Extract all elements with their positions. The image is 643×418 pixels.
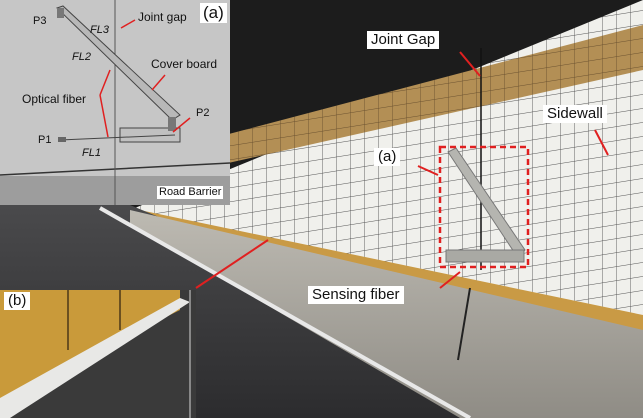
inset-a-diagram: P3 FL3 FL2 P2 P1 FL1 Joint gap Cover boa… xyxy=(0,0,230,205)
inset-b-label: (b) xyxy=(4,292,31,310)
sensing-fiber-label: Sensing fiber xyxy=(308,286,404,304)
p2-label: P2 xyxy=(196,107,209,119)
optical-fiber-a xyxy=(59,134,176,141)
joint-gap-label: Joint Gap xyxy=(367,31,440,49)
arrow-joint-gap xyxy=(459,51,481,77)
panel-a-ref-label: (a) xyxy=(374,148,401,166)
arrow-sensing-fiber xyxy=(439,271,461,289)
lane-line xyxy=(99,206,471,418)
inset-a-label: (a) xyxy=(200,3,227,24)
arrow-panel-b xyxy=(195,239,269,289)
fl2-label: FL2 xyxy=(72,51,91,63)
optical-fiber-label: Optical fiber xyxy=(22,92,86,106)
highlight-box xyxy=(438,145,530,269)
cover-board xyxy=(447,147,526,259)
p3-label: P3 xyxy=(33,15,46,27)
barrier-crack xyxy=(457,287,471,361)
cover-board-b xyxy=(0,298,190,418)
arrow-panel-a xyxy=(417,165,439,176)
inset-b-photo xyxy=(0,290,196,418)
joint-gap-label-a: Joint gap xyxy=(138,10,187,24)
cover-board-a xyxy=(56,5,181,121)
fl3-label: FL3 xyxy=(90,24,110,36)
arrow-sidewall xyxy=(594,129,609,156)
cover-board-base xyxy=(445,249,525,263)
road-barrier xyxy=(130,210,643,418)
road-barrier-label: Road Barrier xyxy=(157,186,224,200)
fl1-label: FL1 xyxy=(82,147,101,159)
sidewall-label: Sidewall xyxy=(543,105,607,123)
cover-board-label: Cover board xyxy=(151,57,217,71)
p1-label: P1 xyxy=(38,134,51,146)
tile-band xyxy=(130,25,643,185)
